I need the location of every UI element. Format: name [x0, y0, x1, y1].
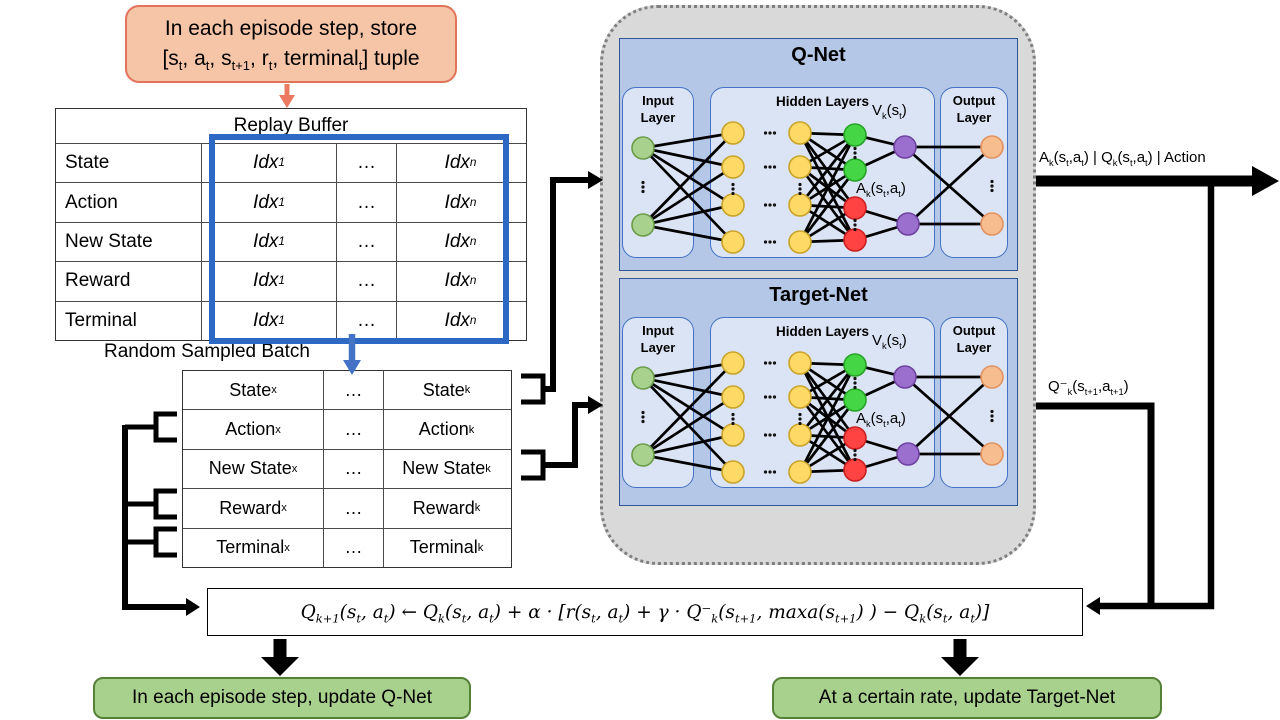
q-update-formula: Qk+1(st, at) ← Qk(st, at) + α · [r(st, a… [300, 601, 990, 626]
qnet-output-flow-label: Ak(st,at) | Qk(st,at) | Action [1039, 149, 1206, 168]
qnet-update-note-text: In each episode step, update Q-Net [132, 687, 432, 708]
qnet-update-note: In each episode step, update Q-Net [93, 677, 471, 719]
input-layer-label: Input Layer [640, 93, 676, 125]
qnet-advantage-label: Ak(st,at) [856, 180, 906, 199]
row-label: Reward [65, 270, 131, 292]
row-label: New State [65, 230, 153, 252]
qnet-output-layer-box: Output Layer [940, 87, 1008, 258]
cell: … [323, 371, 383, 410]
target-net-title: Target-Net [769, 284, 868, 306]
cell: … [336, 222, 396, 262]
sampled-columns-highlight [209, 134, 509, 344]
state-to-qnet-connector [521, 171, 603, 405]
input-layer-label: Input Layer [640, 323, 676, 355]
target-update-note: At a certain rate, update Target-Net [772, 677, 1162, 719]
target-update-note-text: At a certain rate, update Target-Net [818, 687, 1116, 708]
target-advantage-label: Ak(st,at) [856, 410, 906, 429]
target-value-label: Vk(st) [872, 332, 907, 351]
qnet-input-layer-box: Input Layer [622, 87, 694, 258]
cell: … [323, 528, 383, 567]
store-arrow [279, 84, 295, 108]
target-output-flow-label: Q⁻k(st+1,at+1) [1048, 378, 1129, 397]
update-target-arrow [941, 639, 979, 676]
row-label: Terminal [65, 309, 137, 331]
qnet-value-label: Vk(st) [872, 102, 907, 121]
hidden-layers-label: Hidden Layers [775, 324, 870, 339]
target-input-layer-box: Input Layer [622, 317, 694, 488]
row-label: State [65, 152, 110, 174]
store-tuple-line1: In each episode step, store [164, 17, 418, 41]
batch-caption: Random Sampled Batch [104, 341, 310, 362]
store-tuple-line2: [st, at, st+1, rt, terminalt] tuple [162, 47, 420, 74]
q-update-formula-box: Qk+1(st, at) ← Qk(st, at) + α · [r(st, a… [207, 588, 1083, 636]
cell: … [323, 410, 383, 449]
store-tuple-box: In each episode step, store [st, at, st+… [125, 5, 457, 83]
cell: … [336, 183, 396, 222]
output-layer-label: Output Layer [952, 323, 996, 355]
cell: … [336, 301, 396, 340]
update-qnet-arrow [261, 639, 299, 676]
hidden-layers-label: Hidden Layers [775, 94, 870, 109]
replay-buffer-title: Replay Buffer [233, 115, 349, 136]
cell: … [323, 489, 383, 528]
output-layer-label: Output Layer [952, 93, 996, 125]
cell: … [323, 449, 383, 489]
newstate-to-target-connector [521, 396, 603, 481]
cell: … [336, 262, 396, 301]
qnet-title: Q-Net [791, 44, 846, 66]
cell: … [336, 144, 396, 183]
row-label: Action [65, 191, 118, 213]
target-output-layer-box: Output Layer [940, 317, 1008, 488]
target-output-connector [1036, 402, 1155, 606]
